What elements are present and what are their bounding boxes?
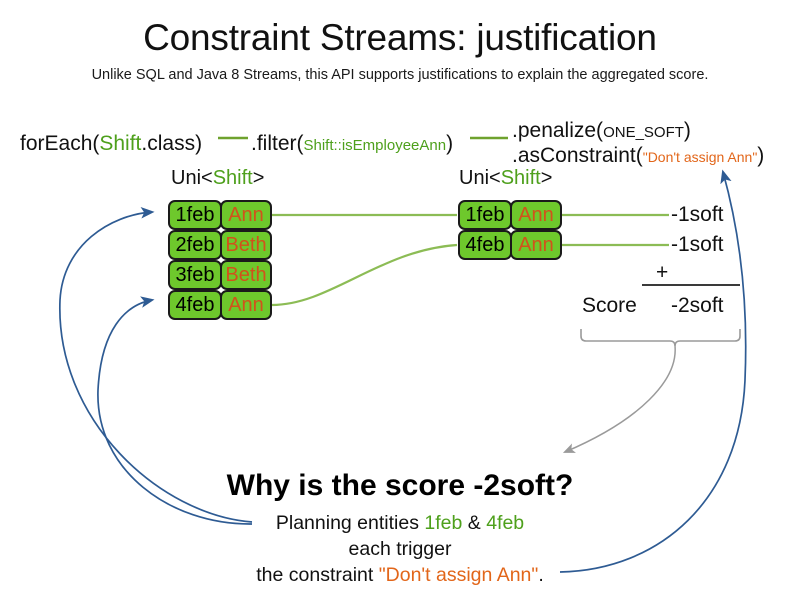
penalize-call: .penalize(	[512, 119, 604, 142]
table-row[interactable]: 2feb Beth	[168, 230, 272, 260]
row-employee: Beth	[220, 260, 272, 290]
foreach-suffix: .class)	[141, 132, 203, 155]
connector-4feb	[271, 243, 458, 307]
page-title: Constraint Streams: justification	[143, 17, 657, 58]
left-stream-type-label: Uni<Shift>	[171, 166, 264, 190]
score-impact-2: -1soft	[671, 233, 724, 256]
sum-operator: +	[656, 261, 669, 284]
filter-method-ref: Shift::isEmployeeAnn	[303, 137, 447, 154]
filter-suffix: )	[446, 132, 454, 155]
left-type-prefix: Uni<	[171, 167, 213, 189]
as-constraint-call: .asConstraint(	[512, 144, 643, 167]
explanation-line-3: the constraint "Don't assign Ann".	[100, 562, 700, 588]
row-date: 2feb	[168, 230, 222, 260]
as-constraint-suffix: )	[757, 144, 765, 167]
brace-to-question-arrow	[562, 345, 676, 453]
left-type-suffix: >	[252, 167, 265, 189]
sum-divider-line	[642, 284, 740, 286]
row-employee: Ann	[220, 200, 272, 230]
table-row[interactable]: 1feb Ann	[458, 200, 562, 230]
score-label: Score	[582, 294, 637, 317]
explanation-line-1: Planning entities 1feb & 4feb	[100, 510, 700, 536]
row-date: 3feb	[168, 260, 222, 290]
explanation-body: Planning entities 1feb & 4feb each trigg…	[100, 510, 700, 588]
row-employee: Ann	[510, 230, 562, 260]
penalize-suffix: )	[683, 119, 691, 142]
code-as-constraint: .asConstraint("Don't assign Ann")	[512, 143, 764, 170]
row-employee: Ann	[220, 290, 272, 320]
table-row[interactable]: 1feb Ann	[168, 200, 272, 230]
explanation-conjunction: &	[462, 512, 487, 534]
code-filter: .filter(Shift::isEmployeeAnn)	[251, 131, 453, 159]
score-impact-1: -1soft	[671, 203, 724, 226]
right-type-suffix: >	[540, 167, 553, 189]
row-date: 1feb	[458, 200, 512, 230]
filter-call: .filter(	[251, 132, 304, 155]
brace-path	[580, 329, 741, 347]
row-date: 4feb	[458, 230, 512, 260]
explanation-heading: Why is the score -2soft?	[226, 469, 574, 502]
penalize-score-level: ONE_SOFT	[603, 124, 684, 141]
foreach-class-arg: Shift	[99, 132, 142, 155]
table-row[interactable]: 4feb Ann	[168, 290, 272, 320]
table-row[interactable]: 4feb Ann	[458, 230, 562, 260]
explanation-line3-prefix: the constraint	[256, 564, 379, 586]
page-subtitle: Unlike SQL and Java 8 Streams, this API …	[91, 67, 709, 83]
right-type-prefix: Uni<	[459, 167, 501, 189]
explanation-line-2: each trigger	[348, 538, 452, 560]
right-stream-type-label: Uni<Shift>	[459, 166, 552, 190]
explanation-line1-prefix: Planning entities	[275, 512, 425, 534]
right-type-class: Shift	[500, 167, 541, 189]
left-type-class: Shift	[212, 167, 253, 189]
foreach-call: forEach(	[20, 132, 100, 155]
as-constraint-name: "Don't assign Ann"	[642, 149, 758, 165]
code-foreach: forEach(Shift.class)	[20, 131, 202, 157]
score-total: -2soft	[671, 294, 724, 317]
score-brace	[580, 329, 741, 347]
explanation-line3-suffix: .	[538, 564, 544, 586]
code-penalize: .penalize(ONE_SOFT)	[512, 118, 691, 146]
table-row[interactable]: 3feb Beth	[168, 260, 272, 290]
row-date: 1feb	[168, 200, 222, 230]
row-employee: Beth	[220, 230, 272, 260]
explanation-entity-4feb: 4feb	[486, 512, 525, 534]
explanation-entity-1feb: 1feb	[424, 512, 463, 534]
row-employee: Ann	[510, 200, 562, 230]
row-date: 4feb	[168, 290, 222, 320]
explanation-constraint-name: "Don't assign Ann"	[378, 564, 539, 586]
